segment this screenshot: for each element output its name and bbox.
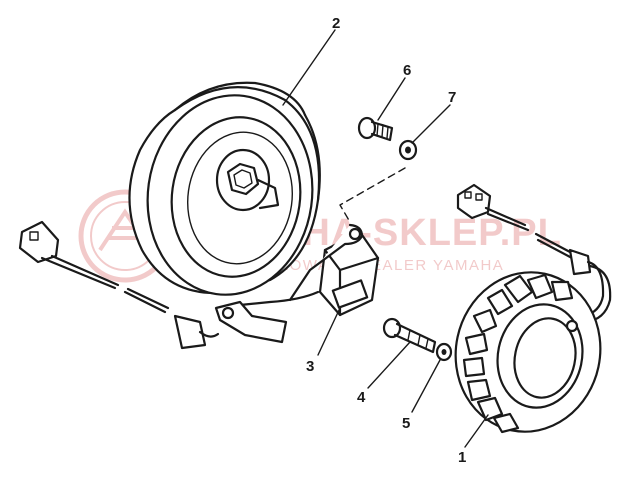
part-right-connector-harness bbox=[456, 183, 612, 324]
part-bolt-6 bbox=[357, 116, 394, 142]
leader-1 bbox=[464, 414, 489, 448]
part-bolt-4 bbox=[382, 317, 437, 354]
part-washer-5 bbox=[435, 342, 453, 362]
callout-6: 6 bbox=[403, 62, 411, 79]
callout-5: 5 bbox=[402, 415, 410, 432]
leader-4 bbox=[367, 341, 411, 389]
part-flywheel-rotor bbox=[128, 81, 321, 296]
leader-6 bbox=[377, 77, 406, 121]
callout-7: 7 bbox=[448, 89, 456, 106]
leader-2 bbox=[282, 29, 336, 106]
part-left-connector-harness bbox=[18, 220, 220, 350]
callouts: 2 6 7 3 4 5 1 bbox=[306, 15, 466, 466]
leader-7 bbox=[411, 104, 451, 144]
callout-2: 2 bbox=[332, 15, 340, 32]
callout-4: 4 bbox=[357, 389, 366, 406]
leader-lines bbox=[282, 29, 489, 448]
part-washer-7 bbox=[398, 139, 418, 161]
callout-1: 1 bbox=[458, 449, 466, 466]
leader-5 bbox=[411, 359, 441, 413]
part-stator bbox=[454, 271, 602, 434]
callout-3: 3 bbox=[306, 358, 314, 375]
leader-3 bbox=[317, 307, 341, 356]
